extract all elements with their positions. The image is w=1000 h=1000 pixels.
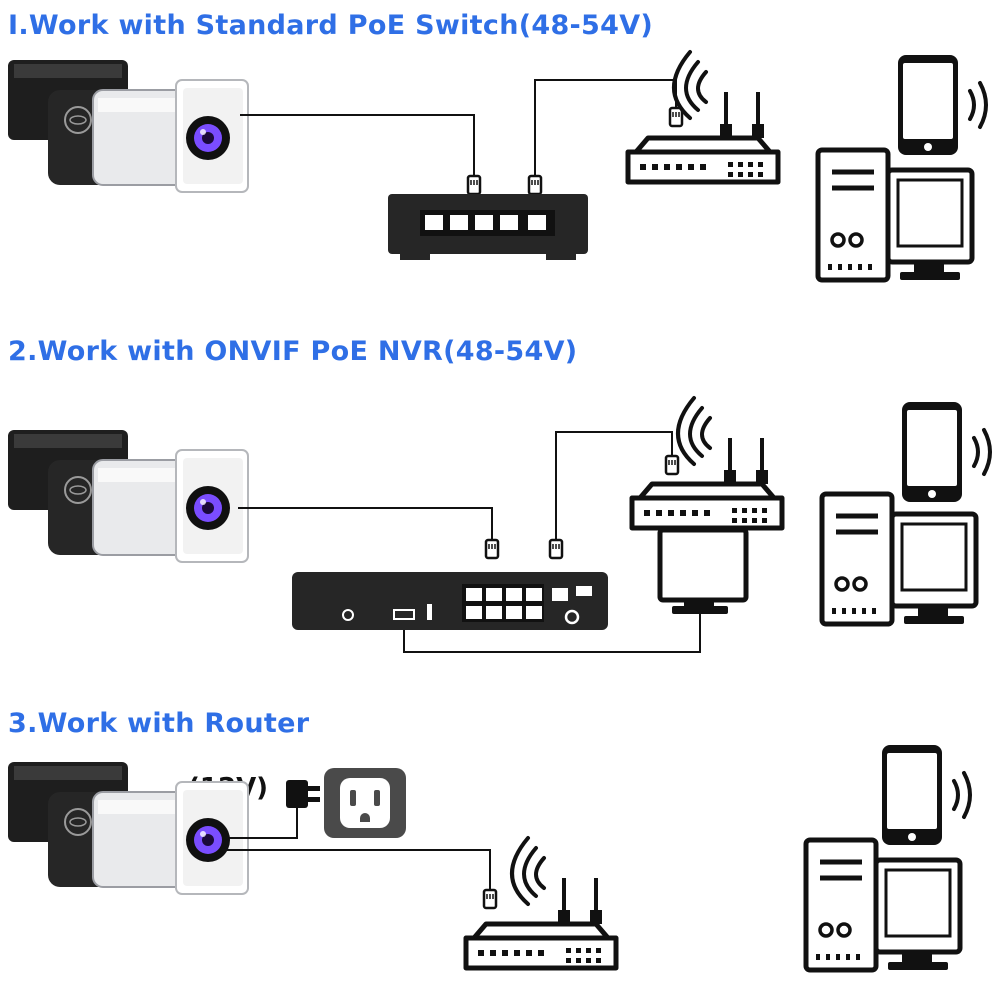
section-3-diagram [7,743,972,970]
desktop-computer-icon [818,150,972,280]
ptz-camera-icon [7,59,249,193]
section-2-title: 2.Work with ONVIF PoE NVR(48-54V) [8,336,578,367]
ethernet-plug-icon [668,106,684,128]
ethernet-plug-icon [482,888,498,910]
section-3-title: 3.Work with Router [8,708,310,739]
ethernet-plug-icon [466,174,482,196]
smartphone-icon [880,743,972,847]
poe-switch-icon [388,194,588,260]
section-1-title: I.Work with Standard PoE Switch(48-54V) [8,10,654,41]
wall-outlet-icon [324,768,406,838]
ethernet-plug-icon [527,174,543,196]
section-2-diagram [7,398,992,653]
desktop-computer-icon [806,840,960,970]
nvr-recorder-icon [292,572,608,630]
power-adapter-icon [226,780,320,839]
smartphone-icon [896,53,988,157]
ptz-camera-icon [7,761,249,895]
wifi-router-icon [632,398,782,528]
desktop-computer-icon [822,494,976,624]
smartphone-icon [900,400,992,504]
section-1-diagram [7,52,988,280]
ethernet-plug-icon [548,538,564,560]
ptz-camera-icon [7,429,249,563]
ethernet-plug-icon [484,538,500,560]
ethernet-plug-icon [664,454,680,476]
monitor-icon [657,527,749,614]
wifi-router-icon [628,52,778,182]
